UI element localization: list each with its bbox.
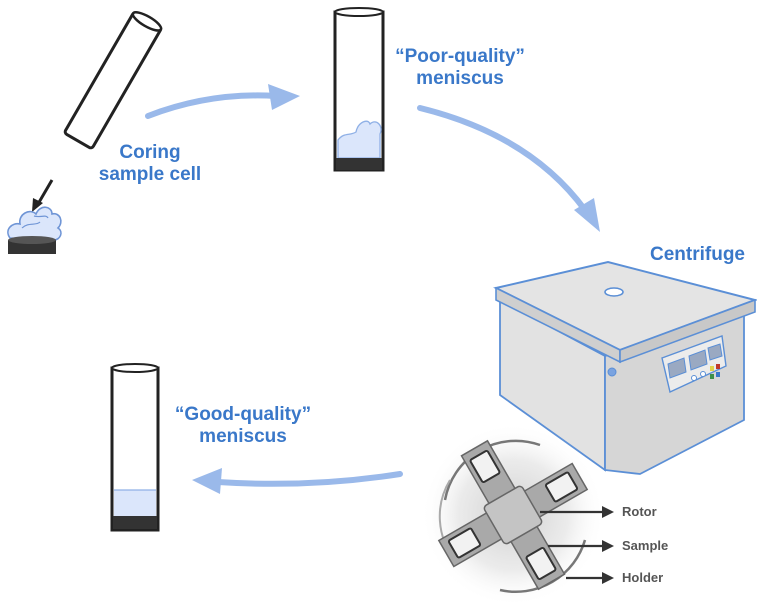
arrow-to-centrifuge xyxy=(417,105,600,232)
poor-quality-label-line1: “Poor-quality” xyxy=(395,46,525,67)
good-quality-tube xyxy=(110,363,160,532)
coring-label-line2: sample cell xyxy=(98,164,202,185)
good-quality-label-line1: “Good-quality” xyxy=(174,404,312,425)
centrifuge-machine xyxy=(493,260,757,475)
bulk-sample xyxy=(7,206,62,254)
poor-quality-label-line2: meniscus xyxy=(416,68,504,89)
coring-down-arrow xyxy=(32,179,54,212)
rotor-hub xyxy=(483,485,543,545)
rotor-pointer xyxy=(540,506,614,518)
holder-label: Holder xyxy=(622,570,664,585)
good-quality-label: “Good-quality” meniscus xyxy=(164,404,322,448)
poor-quality-tube xyxy=(333,7,385,172)
holder-pointer xyxy=(566,572,614,584)
power-knob xyxy=(607,367,617,377)
rotor-assembly xyxy=(421,423,605,607)
sample-label: Sample xyxy=(622,538,669,553)
coring-label: Coring sample cell xyxy=(92,142,208,186)
good-quality-label-line2: meniscus xyxy=(199,426,287,447)
coring-tube xyxy=(63,11,163,150)
arrow-to-poor-tube xyxy=(145,84,300,119)
poor-meniscus xyxy=(337,120,382,159)
lid-port xyxy=(604,287,624,297)
coring-label-line1: Coring xyxy=(119,142,181,163)
arrow-to-good-tube xyxy=(192,468,403,494)
rotor-label: Rotor xyxy=(622,504,657,519)
good-meniscus xyxy=(114,490,156,518)
centrifuge-label: Centrifuge xyxy=(650,244,745,265)
poor-quality-label: “Poor-quality” meniscus xyxy=(382,46,538,90)
sample-pointer xyxy=(548,540,614,552)
